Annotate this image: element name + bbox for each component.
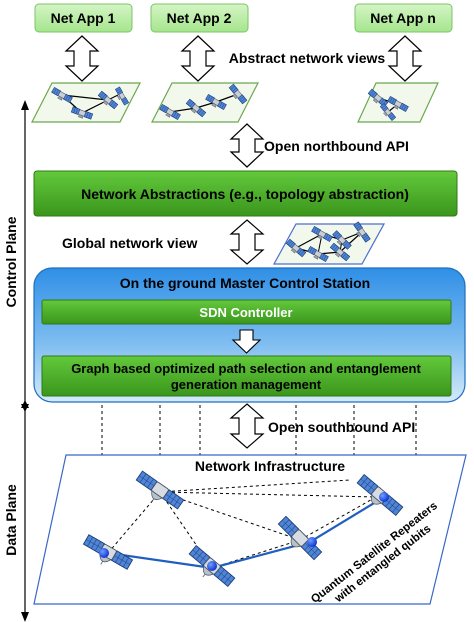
double-arrow-icon: [387, 35, 423, 82]
global-network-view: [272, 221, 386, 265]
axis-arrow-top: [21, 100, 29, 110]
double-arrow-icon: [229, 403, 265, 449]
net-app-2: Net App 2: [150, 3, 249, 33]
net-app-2-label: Net App 2: [167, 10, 232, 26]
master-control-station: On the ground Master Control Station SDN…: [33, 267, 466, 403]
qubit-node-icon: [207, 561, 217, 571]
control-plane-label: Control Plane: [3, 216, 19, 307]
double-arrow-icon: [180, 35, 216, 82]
abstract-view-n: [357, 82, 439, 123]
net-app-1-label: Net App 1: [51, 10, 116, 26]
graph-selection-line2: generation management: [171, 377, 322, 392]
graph-path-selection-bar: Graph based optimized path selection and…: [41, 355, 452, 397]
qubit-node-icon: [379, 492, 389, 502]
net-app-n-label: Net App n: [370, 10, 436, 26]
abstract-views-label: Abstract network views: [229, 50, 386, 66]
qubit-node-icon: [99, 548, 109, 558]
double-arrow-icon: [229, 123, 265, 168]
abstract-view-2: [151, 82, 259, 123]
network-infrastructure-label: Network Infrastructure: [195, 458, 345, 474]
southbound-api-label: Open southbound API: [268, 419, 415, 435]
axis-arrow-bottom: [21, 612, 29, 622]
qubit-node-icon: [307, 537, 317, 547]
global-view-label: Global network view: [62, 235, 197, 251]
sdn-controller-label: SDN Controller: [199, 305, 292, 320]
double-arrow-icon: [229, 219, 265, 265]
network-infrastructure: Network Infrastructure Quantum Satellite…: [33, 454, 467, 606]
sdn-controller-bar: SDN Controller: [41, 299, 452, 325]
graph-selection-line1: Graph based optimized path selection and…: [71, 361, 421, 376]
net-app-n: Net App n: [354, 3, 453, 33]
network-abstractions-bar: Network Abstractions (e.g., topology abs…: [33, 170, 458, 217]
abstract-view-1: [31, 82, 141, 123]
network-abstractions-label: Network Abstractions (e.g., topology abs…: [81, 186, 409, 202]
master-station-label: On the ground Master Control Station: [120, 275, 370, 291]
net-app-1: Net App 1: [34, 3, 133, 33]
down-arrow-icon: [231, 329, 262, 354]
data-plane-label: Data Plane: [3, 484, 19, 556]
double-arrow-icon: [64, 35, 100, 82]
northbound-api-label: Open northbound API: [264, 138, 409, 154]
